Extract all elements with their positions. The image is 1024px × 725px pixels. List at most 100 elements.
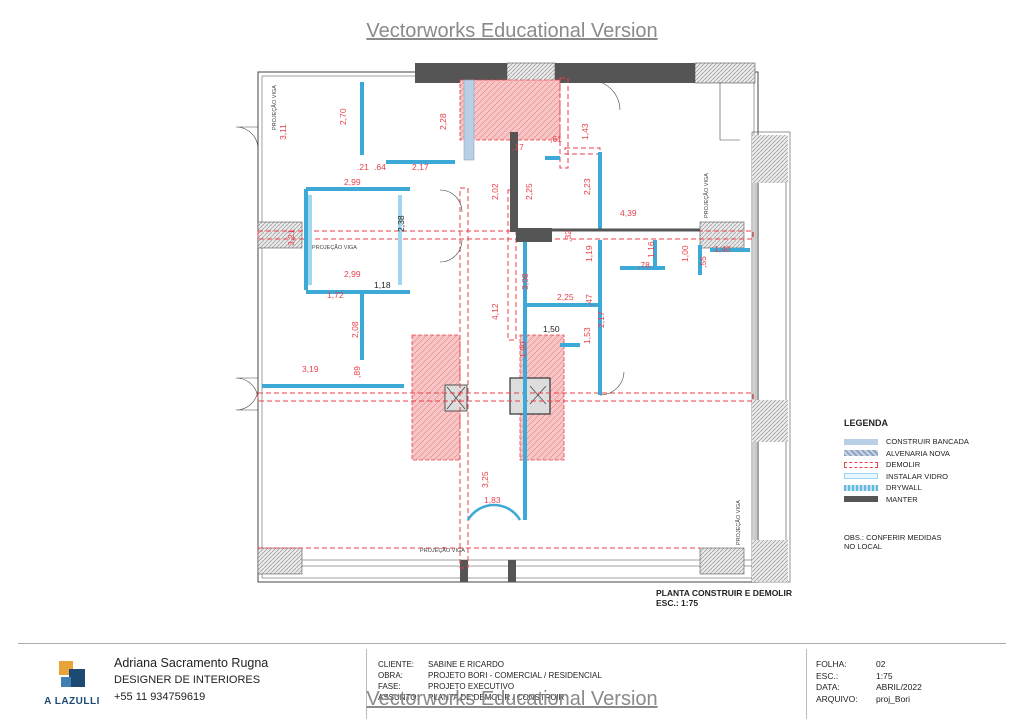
column-top-right [694,62,756,84]
dim-label: 2,99 [344,269,361,279]
legend-swatch-bancada [844,438,878,445]
info-fase: PROJETO EXECUTIVO [428,682,515,691]
dim-label: 1,53 [582,327,592,344]
dim-label: 1,90 [518,341,528,358]
title-block: A LAZULLI Adriana Sacramento Rugna DESIG… [0,643,1024,725]
dim-label: 3,11 [278,124,288,140]
info-cliente: SABINE E RICARDO [428,660,505,669]
legend-swatch-demolir [844,461,878,468]
legend-item: MANTER [844,494,1004,506]
sheet-title-name: PLANTA CONSTRUIR E DEMOLIR [656,588,792,598]
sheet-key: ESC.: [816,670,839,681]
legend-item: ALVENARIA NOVA [844,448,1004,460]
dim-label: .21 [357,162,369,172]
demolish-lines [257,77,754,569]
dim-label: 1,40 [714,244,731,254]
legend-item: DEMOLIR [844,459,1004,471]
wall-manter-top-left [415,63,507,83]
dim-label: 2,23 [582,178,592,195]
column-stub-a [460,560,468,582]
dim-label: 2,17 [412,162,429,172]
legend-label: DRYWALL [886,483,922,493]
balcony-block-bottom [752,540,788,582]
bath-top-demolish [459,79,561,141]
dim-label: 2,08 [350,321,360,338]
column-bottom-right [699,547,745,575]
dim-label: 4,39 [620,208,637,218]
beam-label: PROJEÇÃO VIGA [271,85,278,130]
logo: A LAZULLI [44,659,100,707]
sheet-arquivo: proj_Bori [876,693,911,704]
project-info: CLIENTE: SABINE E RICARDO OBRA: PROJETO BO… [378,659,602,703]
dim-label: 2,70 [338,108,348,125]
bancada [463,79,475,161]
dim-label: 1,18 [374,280,391,290]
legend-label: INSTALAR VIDRO [886,471,948,481]
designer-role: DESIGNER DE INTERIORES [114,674,261,686]
legend-label: DEMOLIR [886,460,921,470]
dim-label: 4,12 [490,303,500,320]
dim-label: 3,25 [480,471,490,488]
column-bottom-left [257,547,303,575]
wall-manter-top-right [555,63,695,83]
legend: LEGENDA CONSTRUIR BANCADA ALVENARIA NOVA… [844,418,1004,551]
legend-swatch-vidro [844,473,878,480]
dim-label: 1,43 [580,123,590,140]
designer-info: Adriana Sacramento Rugna DESIGNER DE INT… [114,655,268,706]
beam-label: PROJEÇÃO VIGA [703,173,710,218]
dim-label: 1,83 [484,495,501,505]
beam-label: PROJEÇÃO VIGA [312,244,357,251]
dim-label: ,47 [584,294,594,306]
info-key: ASSUNTO: [378,693,419,702]
column-stub-b [508,560,516,582]
dim-label: 2,99 [344,177,361,187]
dim-label: 1,50 [543,324,560,334]
dim-label: ,78 [638,260,650,270]
doors-left [235,126,259,411]
dim-label: 2,28 [438,113,448,130]
dim-label: .64 [374,162,386,172]
legend-item: INSTALAR VIDRO [844,471,1004,483]
sheet-title: PLANTA CONSTRUIR E DEMOLIR ESC.: 1:75 [656,588,792,608]
info-obra: PROJETO BORI - COMERCIAL / RESIDENCIAL [428,671,602,680]
legend-swatch-alvenaria [844,450,878,457]
designer-name: Adriana Sacramento Rugna [114,656,269,670]
logo-icon [59,661,85,687]
legend-obs: OBS.: CONFERIR MEDIDAS NO LOCAL [844,533,942,551]
dim-label: 1,19 [584,245,594,262]
balcony-block-mid [752,400,788,442]
wall-manter-mid [516,228,552,242]
designer-phone: +55 11 934759619 [114,691,206,703]
watermark-top: Vectorworks Educational Version [366,20,658,42]
sheet-info: FOLHA:02 ESC.:1:75 DATA:ABRIL/2022 ARQUI… [816,659,922,705]
dim-label: ,17 [512,142,524,152]
legend-item: DRYWALL [844,482,1004,494]
sheet-data: ABRIL/2022 [876,682,922,692]
dim-label: ,61 [550,134,562,144]
beam-label: PROJEÇÃO VIGA [735,500,742,545]
dim-label: ,32 [563,230,573,242]
dim-label: 1,16 [646,241,656,258]
dim-label: 1,00 [680,245,690,262]
shaft-right [509,377,551,415]
beam-label: PROJEÇÃO VIGA [420,547,465,554]
logo-name: A LAZULLI [44,696,100,707]
info-assunto: PLANTA DE DEMOLIR / CONSTRUIR [428,693,565,702]
legend-swatch-drywall [844,484,878,491]
dim-label: 2,17 [596,311,606,328]
drywall-walls [262,82,750,520]
legend-label: MANTER [886,494,918,504]
dim-label: 3,19 [302,364,319,374]
beam-labels: PROJEÇÃO VIGA PROJEÇÃO VIGA PROJEÇÃO VIG… [271,85,742,554]
dim-label: 2,25 [524,183,534,200]
sheet-folha: 02 [876,659,886,669]
info-key: CLIENTE: [378,660,415,669]
info-key: OBRA: [378,671,403,680]
dim-label: 2,02 [490,183,500,200]
dim-label: 1,72 [327,290,344,300]
balcony-block-top [752,135,788,183]
watermark-bottom: Vectorworks Educational Version [366,688,658,710]
dim-label: 2,38 [396,215,406,232]
sheet-esc: 1:75 [876,670,893,681]
sheet-key: DATA: [816,682,840,692]
